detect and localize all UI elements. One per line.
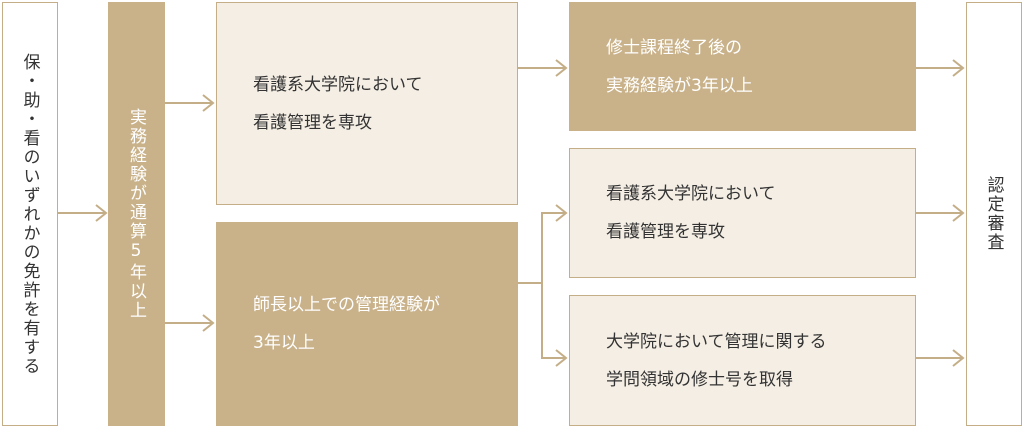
start-license-label: 保・助・看のいずれかの免許を有する	[19, 52, 40, 376]
route-a-line-2: 看護管理を専攻	[253, 112, 372, 133]
route-b1-line-1: 看護系大学院において	[606, 184, 776, 204]
route-b2-line-2: 学問領域の修士号を取得	[606, 369, 793, 390]
route-a-next-line-2: 実務経験が3年以上	[606, 75, 753, 96]
arrow-route-b2-to-end	[916, 349, 965, 367]
arrow-route-b-to-b2	[518, 282, 568, 367]
route-b-box: 師長以上での管理経験が 3年以上	[216, 222, 518, 426]
route-b1-line-2: 看護管理を専攻	[606, 222, 725, 242]
experience-box: 実務経験が通算5年以上	[108, 2, 165, 426]
route-b-line-1: 師長以上での管理経験が	[253, 295, 440, 315]
arrow-route-a-next-to-end	[916, 59, 965, 77]
arrow-route-b-to-b1	[518, 204, 568, 284]
start-license-box: 保・助・看のいずれかの免許を有する	[2, 2, 58, 426]
route-b-line-2: 3年以上	[253, 333, 315, 353]
arrow-experience-to-route-a	[165, 94, 215, 112]
arrow-start-to-experience	[58, 204, 108, 222]
route-a-next-box: 修士課程終了後の 実務経験が3年以上	[569, 2, 916, 131]
arrow-experience-to-route-b	[165, 314, 215, 332]
experience-label: 実務経験が通算5年以上	[126, 108, 146, 320]
route-b2-box: 大学院において管理に関する 学問領域の修士号を取得	[569, 295, 916, 426]
route-a-box: 看護系大学院において 看護管理を専攻	[216, 2, 518, 205]
route-a-next-line-1: 修士課程終了後の	[606, 37, 742, 58]
route-b1-box: 看護系大学院において 看護管理を専攻	[569, 148, 916, 278]
route-b2-line-1: 大学院において管理に関する	[606, 331, 827, 352]
arrow-route-b1-to-end	[916, 204, 965, 222]
certification-review-box: 認定審査	[966, 2, 1022, 426]
arrow-route-a-to-next	[518, 59, 568, 77]
certification-review-label: 認定審査	[983, 176, 1004, 252]
route-a-line-1: 看護系大学院において	[253, 74, 423, 95]
